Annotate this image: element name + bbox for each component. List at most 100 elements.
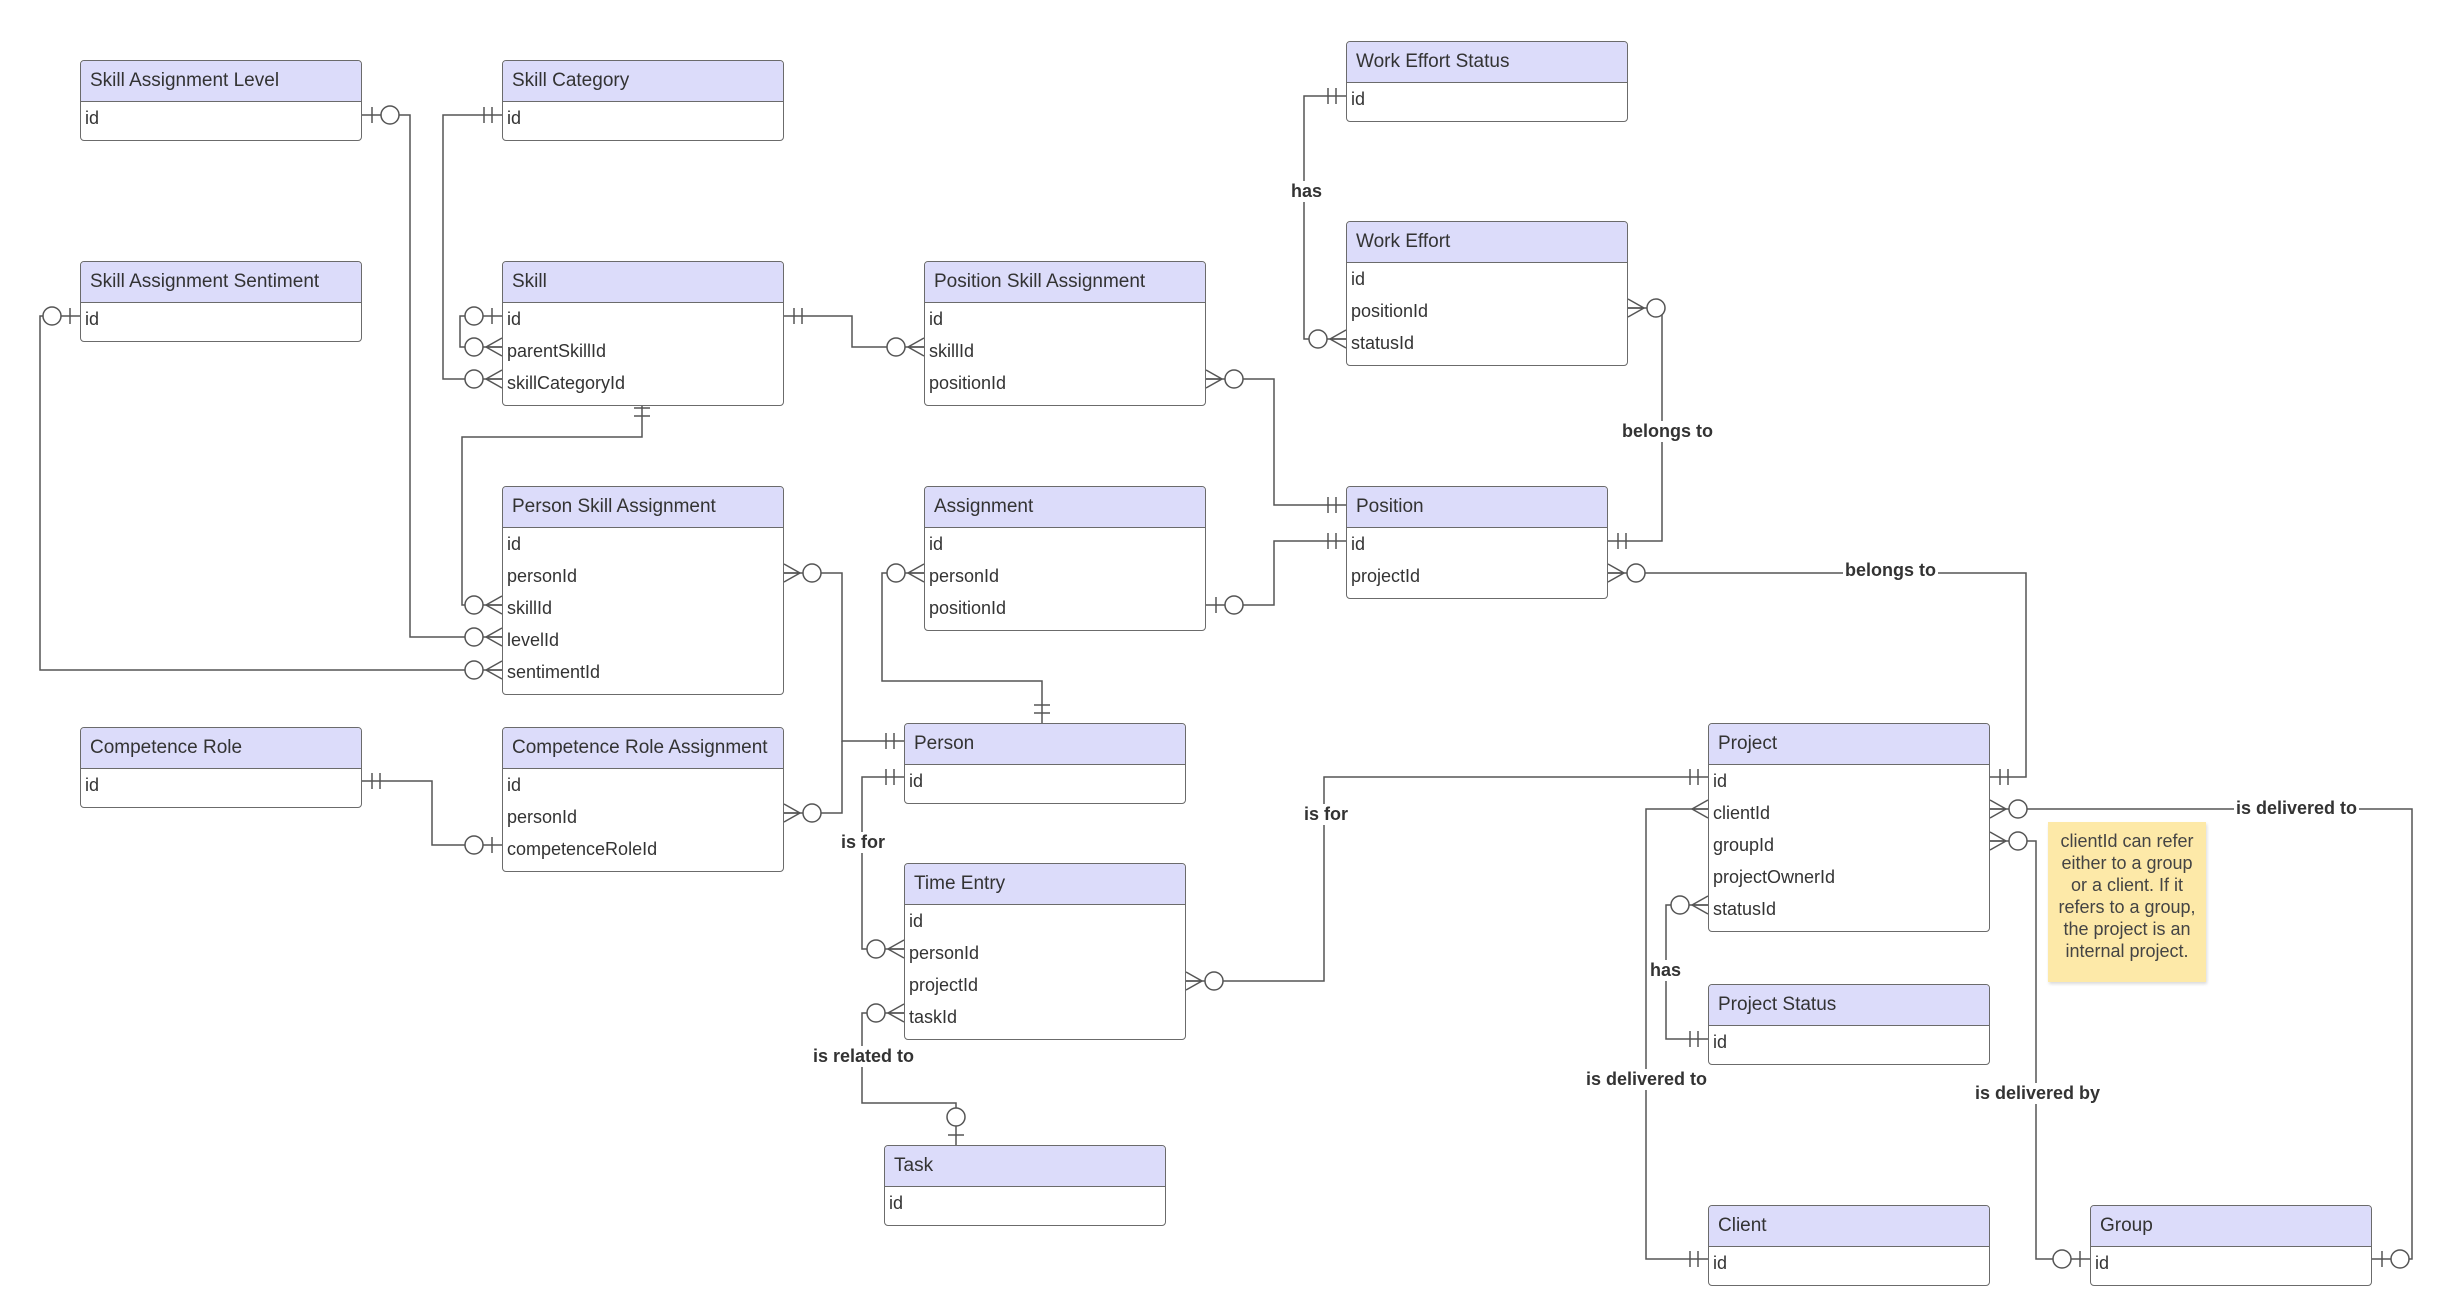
crows-foot: [1989, 831, 2007, 851]
field-id: id: [85, 108, 100, 128]
label-is-delivered-by: is delivered by: [1973, 1083, 2103, 1104]
cardinality-circle: [1646, 298, 1666, 318]
field-status-id: statusId: [1351, 333, 1415, 353]
cardinality-circle: [866, 1003, 886, 1023]
entity-title: Project Status: [1709, 985, 1989, 1026]
entity-position-skill-assignment[interactable]: Position Skill Assignment id skillId pos…: [924, 261, 1206, 406]
entity-title: Group: [2091, 1206, 2371, 1247]
entity-person-skill-assignment[interactable]: Person Skill Assignment id personId skil…: [502, 486, 784, 695]
field-id: id: [85, 775, 100, 795]
label-is-delivered-to-client: is delivered to: [1584, 1069, 1710, 1090]
entity-client[interactable]: Client id: [1708, 1205, 1990, 1286]
entity-skill[interactable]: Skill id parentSkillId skillCategoryId: [502, 261, 784, 406]
field-id: id: [909, 911, 924, 931]
entity-competence-role-assignment[interactable]: Competence Role Assignment id personId c…: [502, 727, 784, 872]
label-has-project-status: has: [1648, 960, 1684, 981]
relationship-line: [784, 741, 843, 814]
field-project-owner-id: projectOwnerId: [1713, 867, 1836, 887]
crows-foot: [485, 337, 503, 357]
crows-foot: [907, 563, 925, 583]
crows-foot: [1185, 971, 1203, 991]
field-skill-id: skillId: [507, 598, 553, 618]
cardinality-circle: [464, 595, 484, 615]
entity-position[interactable]: Position id projectId: [1346, 486, 1608, 599]
entity-skill-category[interactable]: Skill Category id: [502, 60, 784, 141]
field-id: id: [929, 534, 944, 554]
crows-foot: [1205, 369, 1223, 389]
cardinality-circle: [2390, 1249, 2410, 1269]
crows-foot: [1627, 298, 1645, 318]
field-position-id: positionId: [1351, 301, 1429, 321]
cardinality-circle: [802, 563, 822, 583]
cardinality-circle: [380, 105, 400, 125]
crows-foot: [485, 660, 503, 680]
crows-foot: [783, 803, 801, 823]
field-person-id: personId: [507, 566, 578, 586]
field-id: id: [1351, 269, 1366, 289]
entity-group[interactable]: Group id: [2090, 1205, 2372, 1286]
field-project-id: projectId: [1351, 566, 1421, 586]
cardinality-circle: [464, 337, 484, 357]
crows-foot: [887, 939, 905, 959]
field-task-id: taskId: [909, 1007, 958, 1027]
cardinality-circle: [42, 306, 62, 326]
field-parent-skill-id: parentSkillId: [507, 341, 607, 361]
field-id: id: [507, 309, 522, 329]
entity-person[interactable]: Person id: [904, 723, 1186, 804]
entity-work-effort-status[interactable]: Work Effort Status id: [1346, 41, 1628, 122]
crows-foot: [907, 337, 925, 357]
relationship-line: [39, 315, 502, 671]
entity-title: Position: [1347, 487, 1607, 528]
relationship-line: [362, 780, 502, 846]
field-position-id: positionId: [929, 373, 1007, 393]
field-person-id: personId: [929, 566, 1000, 586]
field-id: id: [1351, 89, 1366, 109]
field-sentiment-id: sentimentId: [507, 662, 601, 682]
cardinality-circle: [2008, 831, 2028, 851]
entity-title: Competence Role: [81, 728, 361, 769]
crows-foot: [485, 627, 503, 647]
entity-title: Skill Category: [503, 61, 783, 102]
field-level-id: levelId: [507, 630, 560, 650]
entity-title: Time Entry: [905, 864, 1185, 905]
cardinality-circle: [1224, 595, 1244, 615]
entity-assignment[interactable]: Assignment id personId positionId: [924, 486, 1206, 631]
entity-title: Work Effort Status: [1347, 42, 1627, 83]
field-skill-id: skillId: [929, 341, 975, 361]
entity-skill-assignment-sentiment[interactable]: Skill Assignment Sentiment id: [80, 261, 362, 342]
entity-title: Skill: [503, 262, 783, 303]
entity-title: Position Skill Assignment: [925, 262, 1205, 303]
field-group-id: groupId: [1713, 835, 1775, 855]
field-person-id: personId: [909, 943, 980, 963]
entity-project-status[interactable]: Project Status id: [1708, 984, 1990, 1065]
cardinality-circle: [1670, 895, 1690, 915]
cardinality-circle: [1224, 369, 1244, 389]
entity-time-entry[interactable]: Time Entry id personId projectId taskId: [904, 863, 1186, 1040]
crows-foot: [783, 563, 801, 583]
field-id: id: [507, 534, 522, 554]
entity-competence-role[interactable]: Competence Role id: [80, 727, 362, 808]
field-id: id: [507, 775, 522, 795]
field-id: id: [1713, 1253, 1728, 1273]
relationship-line: [784, 572, 904, 742]
relationship-line: [1206, 540, 1346, 606]
entity-title: Project: [1709, 724, 1989, 765]
field-competence-role-id: competenceRoleId: [507, 839, 658, 859]
entity-work-effort[interactable]: Work Effort id positionId statusId: [1346, 221, 1628, 366]
field-id: id: [1351, 534, 1366, 554]
label-is-related-to: is related to: [811, 1046, 917, 1067]
cardinality-circle: [2052, 1249, 2072, 1269]
entity-task[interactable]: Task id: [884, 1145, 1166, 1226]
cardinality-circle: [464, 369, 484, 389]
field-client-id: clientId: [1713, 803, 1771, 823]
entity-title: Client: [1709, 1206, 1989, 1247]
entity-skill-assignment-level[interactable]: Skill Assignment Level id: [80, 60, 362, 141]
crows-foot: [1691, 799, 1709, 819]
cardinality-circle: [464, 660, 484, 680]
cardinality-circle: [464, 306, 484, 326]
label-is-for-person: is for: [839, 832, 888, 853]
field-id: id: [909, 771, 924, 791]
sticky-note: clientId can refer either to a group or …: [2048, 822, 2206, 982]
entity-project[interactable]: Project id clientId groupId projectOwner…: [1708, 723, 1990, 932]
